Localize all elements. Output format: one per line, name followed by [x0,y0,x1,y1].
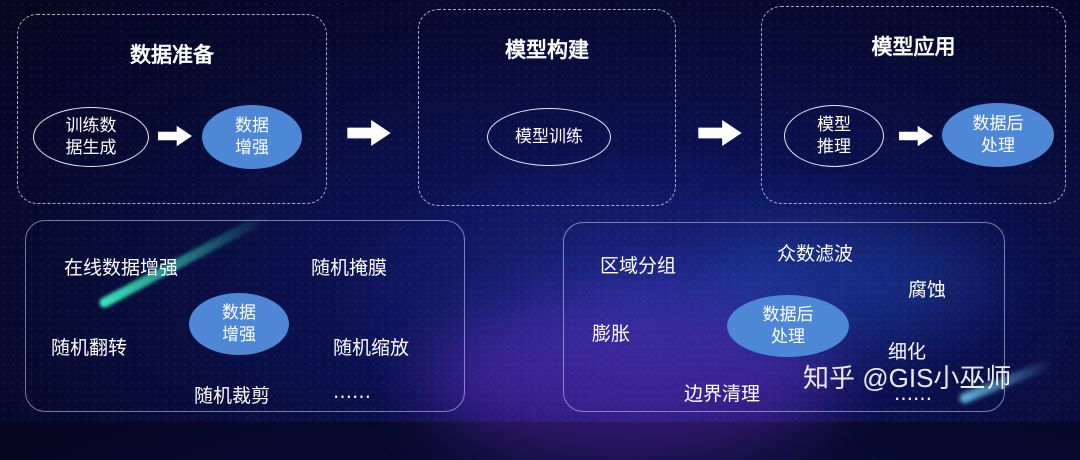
arrow-right-icon [899,125,933,147]
node-model-training: 模型训练 [487,108,611,166]
post-item-erosion: 腐蚀 [908,279,947,301]
aug-item-random-crop: 随机裁剪 [194,385,271,407]
node-training-data-generation: 训练数 据生成 [33,107,149,167]
aug-center-node: 数据 增强 [189,293,289,355]
post-item-majority-filter: 众数滤波 [777,243,854,265]
node-model-inference: 模型 推理 [784,105,884,167]
node-data-postprocessing: 数据后 处理 [942,103,1054,167]
arrow-right-icon [698,120,742,146]
arrow-right-icon [158,125,192,147]
post-center-node: 数据后 处理 [727,295,849,357]
aug-item-online: 在线数据增强 [64,257,179,279]
stage-title: 模型应用 [871,35,956,59]
stage-title: 模型构建 [505,38,589,62]
post-item-region-group: 区域分组 [600,255,677,277]
post-item-ellipsis: …… [894,383,932,405]
arrow-right-icon [347,120,391,146]
augmentation-detail-panel: 在线数据增强 随机掩膜 数据 增强 随机翻转 随机缩放 随机裁剪 …… [25,220,465,412]
node-data-augmentation: 数据 增强 [202,105,302,169]
post-item-boundary-clean: 边界清理 [684,383,761,405]
post-item-dilation: 膨胀 [592,323,631,345]
aug-item-ellipsis: …… [333,381,371,403]
stage-title: 数据准备 [130,43,214,67]
stage-data-preparation: 数据准备 训练数 据生成 数据 增强 [17,14,327,204]
postprocess-detail-panel: 区域分组 众数滤波 腐蚀 膨胀 数据后 处理 细化 边界清理 …… [563,222,1005,412]
aug-item-random-scale: 随机缩放 [333,337,410,359]
watermark: 知乎 @GIS小巫师 [803,363,1012,393]
aug-item-random-mask: 随机掩膜 [311,257,388,279]
stage-model-building: 模型构建 模型训练 [418,9,676,206]
post-item-thinning: 细化 [888,341,927,363]
stage-model-application: 模型应用 模型 推理 数据后 处理 [761,6,1066,204]
aug-item-random-flip: 随机翻转 [51,337,128,359]
